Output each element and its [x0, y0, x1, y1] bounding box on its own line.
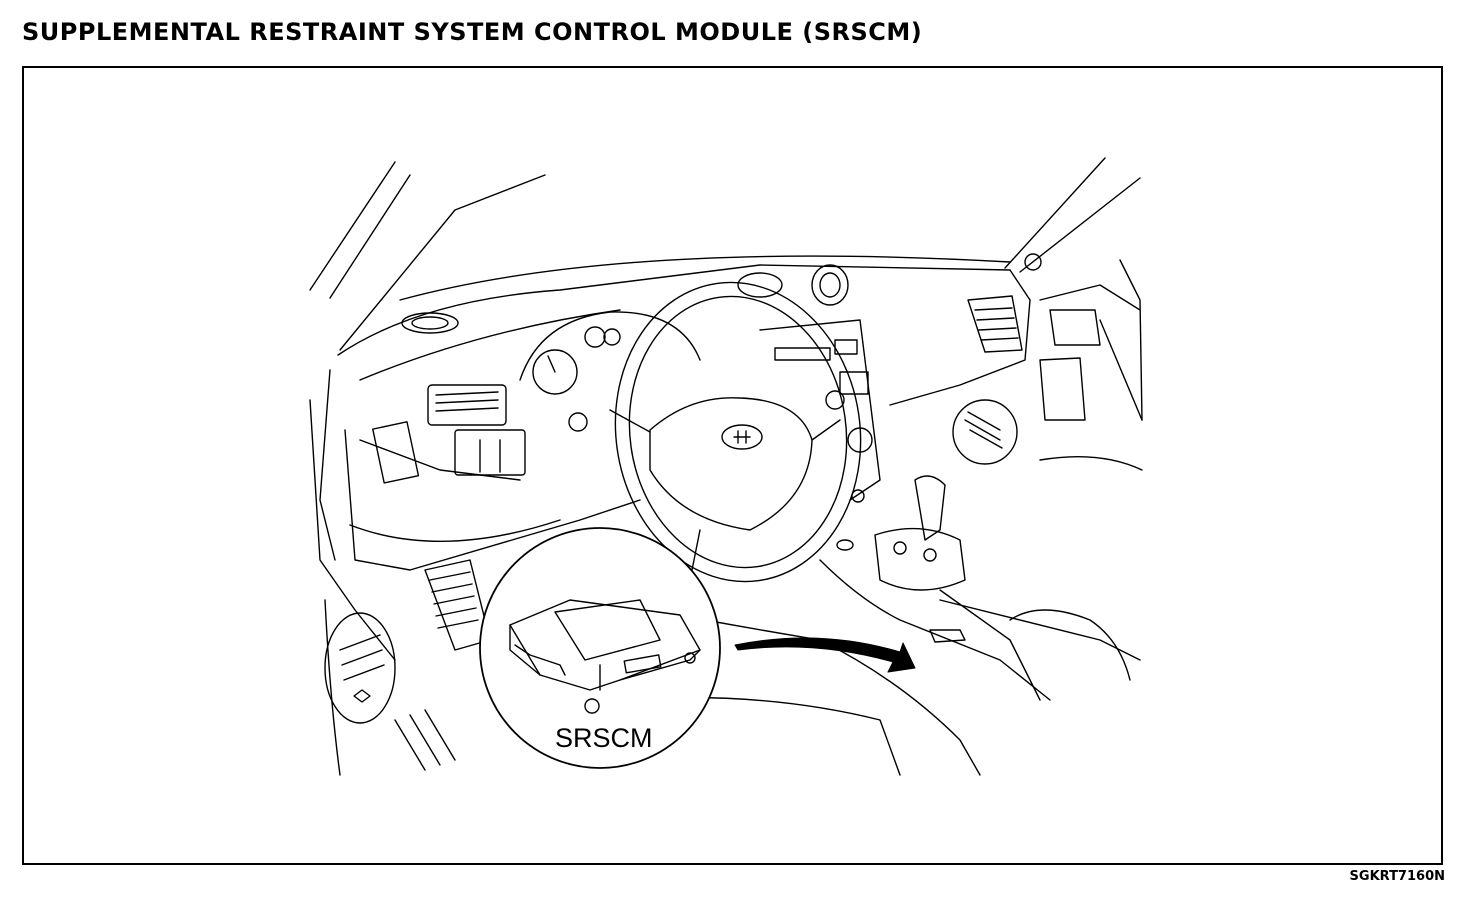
- center-console: [819, 475, 1141, 701]
- windshield-frame: [309, 157, 1141, 351]
- center-stack: [737, 264, 881, 503]
- srscm-label: SRSCM: [555, 723, 653, 753]
- right-dash: [952, 295, 1023, 465]
- figure-frame: [22, 66, 1443, 865]
- left-round-vent: [401, 312, 459, 334]
- location-arrow: [734, 637, 916, 673]
- srscm-module: [509, 599, 701, 714]
- dashboard: [319, 259, 1143, 571]
- left-dash-controls: [372, 384, 526, 484]
- srscm-callout: SRSCM: [479, 527, 721, 769]
- instrument-cluster: [519, 311, 701, 395]
- page-title: SUPPLEMENTAL RESTRAINT SYSTEM CONTROL MO…: [22, 18, 923, 46]
- figure-code: SGKRT7160N: [1349, 869, 1445, 884]
- car-interior-illustration: SRSCM: [309, 157, 1143, 776]
- left-door: [309, 399, 456, 776]
- right-door: [1024, 253, 1143, 471]
- steering-wheel: [568, 281, 862, 583]
